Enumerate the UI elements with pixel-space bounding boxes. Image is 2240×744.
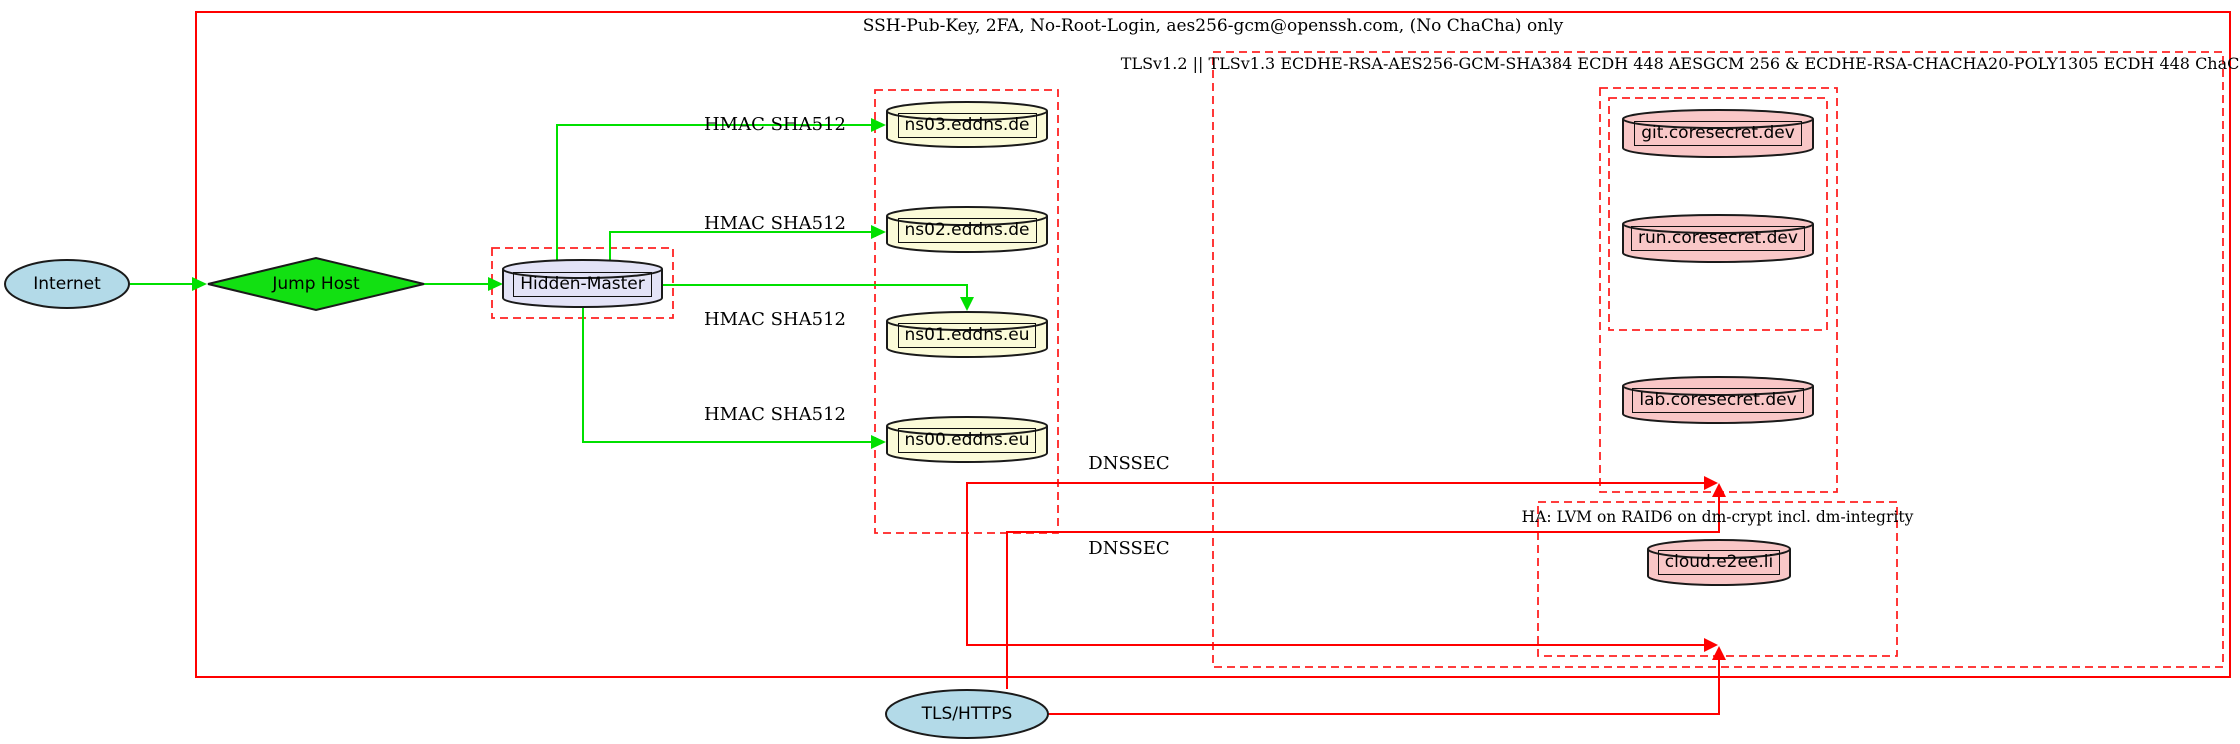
arrowhead-tls-coresecret (1712, 483, 1726, 497)
internet-ellipse (4, 259, 130, 309)
internet-node-label: Internet (33, 274, 101, 294)
git-run-cluster-border (1608, 97, 1828, 331)
ns01-node-label: ns01.eddns.eu (887, 320, 1047, 350)
arrowhead-dnssec-coresecret (1704, 476, 1718, 490)
red-edges (966, 482, 1720, 715)
arrowhead-ns01 (960, 297, 974, 311)
hidden-master-node-label: Hidden-Master (503, 268, 662, 300)
arrowhead-ns02 (871, 225, 886, 239)
arrowhead-internet-jumphost (192, 277, 207, 291)
cloud-node-text: cloud.e2ee.li (1657, 550, 1781, 575)
dnssec-label-top: DNSSEC (1088, 452, 1170, 474)
ns02-node-label: ns02.eddns.de (887, 215, 1047, 245)
lab-node-label: lab.coresecret.dev (1623, 385, 1813, 415)
edge-master-ns02 (609, 231, 871, 265)
edge-dnssec-paths (966, 482, 1704, 646)
cloud-cylinder (1647, 539, 1791, 586)
tls-https-ellipse (885, 689, 1049, 739)
edge-master-ns03 (556, 124, 871, 265)
red-arrowheads (1704, 476, 1726, 660)
run-node-label: run.coresecret.dev (1623, 223, 1813, 254)
green-arrowheads (192, 118, 974, 449)
ns00-node-label: ns00.eddns.eu (887, 425, 1047, 455)
arrowhead-dnssec-cloud (1704, 638, 1718, 652)
ssh-cluster-label: SSH-Pub-Key, 2FA, No-Root-Login, aes256-… (862, 16, 1564, 36)
hidden-master-node-text: Hidden-Master (513, 271, 652, 297)
lab-node-text: lab.coresecret.dev (1632, 387, 1804, 413)
jump-host-node-label: Jump Host (272, 274, 360, 294)
jump-host-diamond (207, 256, 425, 312)
git-node-text: git.coresecret.dev (1634, 121, 1802, 146)
ns02-node-text: ns02.eddns.de (897, 217, 1037, 243)
tls-cluster-border (1212, 51, 2224, 668)
edge-master-ns01 (662, 284, 968, 297)
hmac-label-ns01: HMAC SHA512 (703, 308, 846, 330)
edge-tls-to-coresecret (1006, 497, 1720, 689)
ns03-node-label: ns03.eddns.de (887, 110, 1047, 140)
edge-master-ns00 (582, 302, 871, 443)
cloud-node-label: cloud.e2ee.li (1648, 548, 1790, 577)
hmac-label-ns03: HMAC SHA512 (703, 113, 846, 135)
arrowhead-ns00 (871, 435, 886, 449)
ns03-node-text: ns03.eddns.de (897, 112, 1037, 138)
git-node-label: git.coresecret.dev (1623, 118, 1813, 149)
tls-cluster-label: TLSv1.2 || TLSv1.3 ECDHE-RSA-AES256-GCM-… (1120, 54, 2240, 73)
arrowhead-jumphost-master (488, 277, 503, 291)
ns00-node-text: ns00.eddns.eu (897, 427, 1037, 453)
hmac-label-ns00: HMAC SHA512 (703, 403, 846, 425)
hmac-label-ns02: HMAC SHA512 (703, 212, 846, 234)
dnssec-label-bottom: DNSSEC (1088, 537, 1170, 559)
ns01-node-text: ns01.eddns.eu (897, 322, 1037, 348)
edge-tls-to-cloud (1048, 660, 1720, 715)
ha-cluster-label: HA: LVM on RAID6 on dm-crypt incl. dm-in… (1521, 508, 1914, 526)
green-edges (130, 124, 968, 443)
run-node-text: run.coresecret.dev (1631, 226, 1805, 251)
arrowhead-ns03 (871, 118, 886, 132)
outer-ssh-cluster-border (195, 11, 2231, 678)
tls-https-node-label: TLS/HTTPS (921, 704, 1013, 724)
arrowhead-tls-cloud (1712, 646, 1726, 660)
